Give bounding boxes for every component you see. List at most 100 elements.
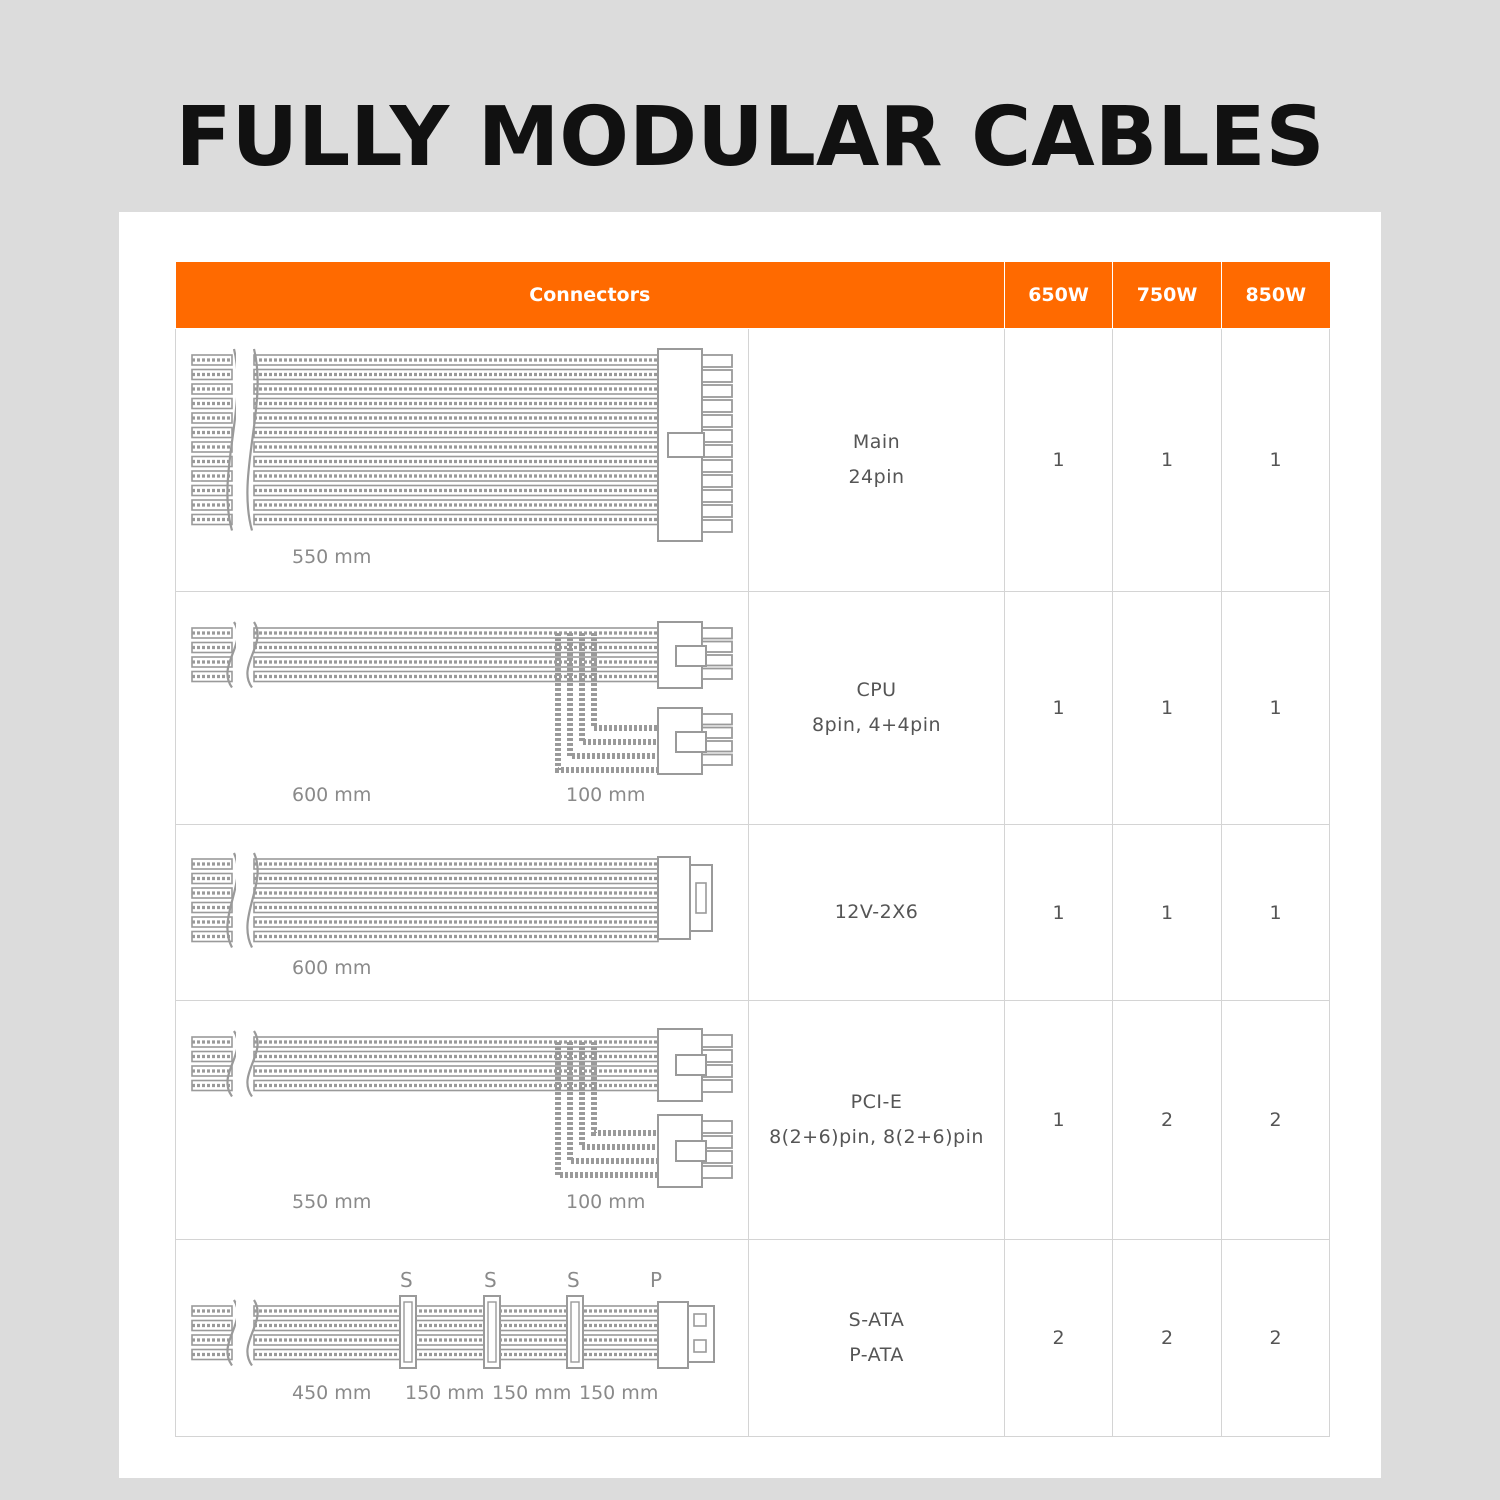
sata-connector: [566, 1295, 584, 1369]
cable-wire: [191, 656, 659, 668]
pcie-cable-icon: 550 mm 100 mm: [191, 1028, 733, 1213]
connector-letter: S: [400, 1268, 413, 1292]
connector-name-line2: P-ATA: [849, 1344, 904, 1366]
count-650w: 2: [1004, 1239, 1114, 1437]
cable-break: [226, 348, 259, 531]
count-750w: 1: [1112, 591, 1223, 825]
cable-wire: [191, 1305, 659, 1317]
cpu-8pin-cable-icon: 600 mm 100 mm: [191, 621, 733, 806]
main-24pin-diagram: 550 mm: [175, 328, 749, 592]
connector-name-line2: 8(2+6)pin, 8(2+6)pin: [769, 1126, 984, 1148]
cable-wire: [191, 1348, 659, 1361]
count-750w: 1: [1112, 824, 1223, 1001]
sata-pata-diagram: S S S P 450 mm 150 mm 150 mm 150 mm: [175, 1239, 749, 1437]
main-24pin-cable-icon: 550 mm: [191, 348, 733, 568]
page-title: FULLY MODULAR CABLES: [175, 90, 1325, 185]
pcie-diagram: 550 mm 100 mm: [175, 1000, 749, 1240]
table-row: S S S P 450 mm 150 mm 150 mm 150 mm S-ATA P-ATA…: [175, 1239, 1331, 1437]
cable-wire: [191, 641, 659, 654]
cpu-diagram: 600 mm 100 mm: [175, 591, 749, 825]
cable-length-label: 550 mm: [292, 1191, 371, 1213]
connector-name-line2: 24pin: [848, 466, 905, 488]
cable-wire: [191, 930, 659, 943]
cable-break: [226, 1299, 259, 1367]
cable-wire: [191, 484, 659, 497]
table-header-row: Connectors 650W 750W 850W: [175, 262, 1330, 329]
cable-wire: [191, 887, 659, 899]
connector-name-line1: S-ATA: [848, 1309, 905, 1331]
cable-break: [226, 1030, 259, 1098]
count-850w: 1: [1221, 328, 1331, 592]
cable-wire: [191, 397, 659, 410]
cable-wire: [191, 426, 659, 439]
connector-plug: [657, 856, 713, 940]
12v-2x6-cable-icon: 600 mm: [191, 852, 713, 979]
count-750w: 2: [1112, 1000, 1223, 1240]
cable-wire: [191, 383, 659, 395]
connector-name: 12V-2X6: [747, 824, 1006, 1001]
count-650w: 1: [1004, 824, 1114, 1001]
cable-wire: [191, 412, 659, 424]
cable-wire: [191, 901, 659, 914]
cable-wire: [191, 670, 659, 683]
cable-length-label: 450 mm: [292, 1382, 371, 1404]
connector-name-line1: CPU: [856, 679, 897, 701]
count-850w: 2: [1221, 1239, 1331, 1437]
table-row: 550 mm Main 24pin 1 1 1: [175, 328, 1331, 592]
cable-wire: [191, 441, 659, 453]
cable-length-label: 600 mm: [292, 784, 371, 806]
cable-wire: [191, 470, 659, 482]
cable-wire: [191, 1065, 659, 1077]
cable-wire: [191, 513, 659, 526]
count-750w: 2: [1112, 1239, 1223, 1437]
cable-break: [226, 852, 259, 949]
pata-connector: [657, 1301, 715, 1369]
count-650w: 1: [1004, 1000, 1114, 1240]
cable-wire: [191, 354, 659, 366]
spec-panel: Connectors 650W 750W 850W 550 mm Main 24…: [119, 212, 1381, 1478]
cable-wire: [191, 499, 659, 511]
cable-wire: [191, 1050, 659, 1063]
connectors-table: Connectors 650W 750W 850W 550 mm Main 24…: [175, 262, 1331, 1437]
cable-wire: [191, 1319, 659, 1332]
cable-length-label: 100 mm: [566, 1191, 645, 1213]
connector-name-line1: 12V-2X6: [834, 901, 919, 923]
connector-name-line2: 8pin, 4+4pin: [811, 714, 942, 736]
count-750w: 1: [1112, 328, 1223, 592]
cable-length-label: 150 mm: [405, 1382, 484, 1404]
cable-wire: [191, 916, 659, 928]
cable-wire: [191, 1036, 659, 1048]
count-850w: 1: [1221, 824, 1331, 1001]
sata-connector: [483, 1295, 501, 1369]
12v-2x6-diagram: 600 mm: [175, 824, 749, 1001]
connector-letter: S: [567, 1268, 580, 1292]
connector-letter: P: [650, 1268, 662, 1292]
sata-connector: [399, 1295, 417, 1369]
cable-wire: [191, 1334, 659, 1346]
cable-length-label: 600 mm: [292, 957, 371, 979]
connector-name: CPU 8pin, 4+4pin: [747, 591, 1006, 825]
connector-name: Main 24pin: [747, 328, 1006, 592]
header-850w: 850W: [1221, 262, 1330, 329]
cable-wire: [191, 368, 659, 381]
sata-pata-cable-icon: S S S P 450 mm 150 mm 150 mm 150 mm: [191, 1268, 715, 1404]
header-750w: 750W: [1112, 262, 1223, 329]
table-row: 600 mm 100 mm CPU 8pin, 4+4pin 1 1 1: [175, 591, 1331, 825]
count-850w: 1: [1221, 591, 1331, 825]
cable-length-label: 550 mm: [292, 546, 371, 568]
cable-wire: [191, 1079, 659, 1092]
count-650w: 1: [1004, 591, 1114, 825]
connector-name: S-ATA P-ATA: [747, 1239, 1006, 1437]
cable-break: [226, 621, 259, 689]
count-850w: 2: [1221, 1000, 1331, 1240]
connector-letter: S: [484, 1268, 497, 1292]
table-row: 600 mm 12V-2X6 1 1 1: [175, 824, 1331, 1001]
cable-length-label: 100 mm: [566, 784, 645, 806]
cable-wire: [191, 858, 659, 870]
cable-wire: [191, 872, 659, 885]
cable-length-label: 150 mm: [492, 1382, 571, 1404]
cable-wire: [191, 455, 659, 468]
header-connectors: Connectors: [175, 262, 1006, 329]
cable-length-label: 150 mm: [579, 1382, 658, 1404]
